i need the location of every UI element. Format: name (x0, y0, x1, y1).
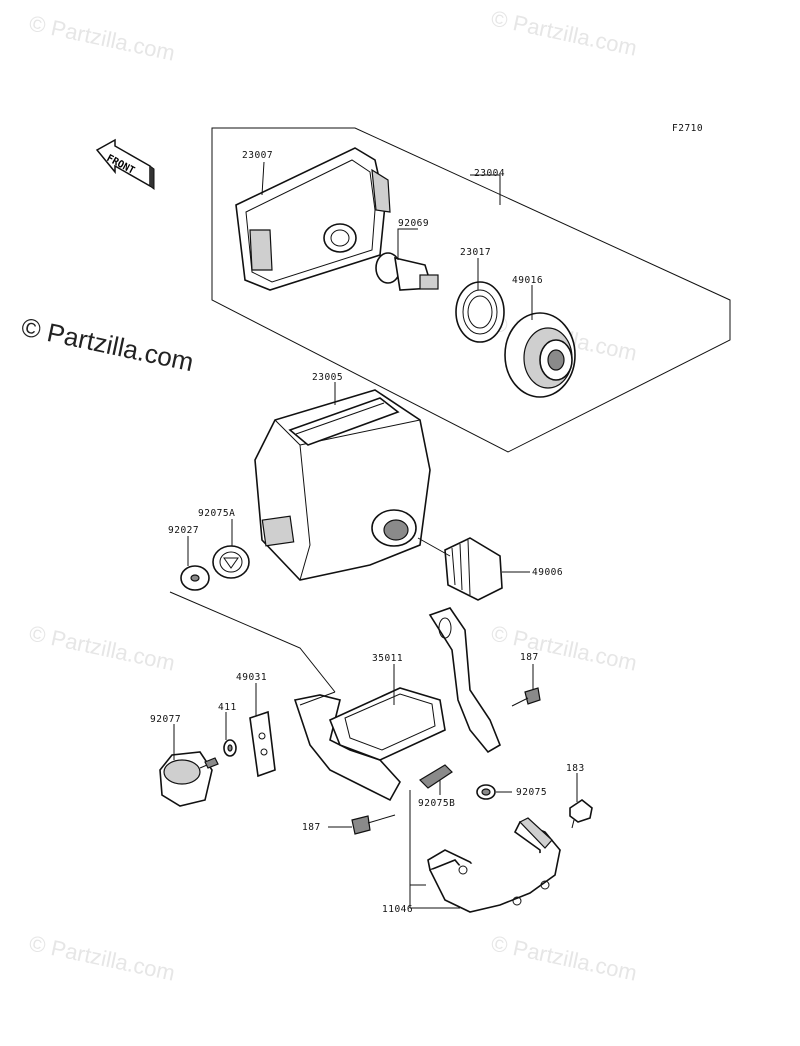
part-label-92075a: 92075A (198, 508, 235, 519)
washer-92027 (180, 565, 210, 591)
part-label-92075b: 92075B (418, 798, 455, 809)
grommet-92075a (212, 545, 250, 579)
part-label-92077: 92077 (150, 714, 181, 725)
watermark-lower-left: © Partzilla.com (27, 620, 177, 675)
part-label-23004: 23004 (474, 168, 505, 179)
grommet-92075 (476, 784, 496, 800)
bolt-183 (569, 799, 593, 829)
part-label-23005: 23005 (312, 372, 343, 383)
part-label-49031: 49031 (236, 672, 267, 683)
headlight-assembly-outline (211, 127, 731, 453)
watermark-prominent: © Partzilla.com (19, 312, 197, 378)
front-arrow-icon: FRONT (95, 138, 155, 190)
diagram-code: F2710 (672, 123, 703, 134)
part-label-187-upper: 187 (520, 652, 539, 663)
part-label-92075: 92075 (516, 787, 547, 798)
headlight-lens (235, 147, 391, 291)
bolt-187-lower (351, 814, 396, 835)
clip-92075b (419, 764, 453, 789)
washer-411 (223, 739, 237, 757)
part-labels: 23007 23004 92069 23017 49016 23005 9207… (150, 150, 585, 915)
watermark-top-left: © Partzilla.com (27, 10, 177, 65)
part-label-49016: 49016 (512, 275, 543, 286)
cable-boot-49006 (444, 537, 503, 601)
part-label-35011: 35011 (372, 653, 403, 664)
part-label-49006: 49006 (532, 567, 563, 578)
part-label-23007: 23007 (242, 150, 273, 161)
part-label-92069: 92069 (398, 218, 429, 229)
watermark-bottom-right: © Partzilla.com (489, 930, 639, 985)
part-label-187-lower: 187 (302, 822, 321, 833)
adjuster-knob-92077 (159, 751, 219, 807)
part-label-92027: 92027 (168, 525, 199, 536)
bulb-retainer-ring (455, 281, 505, 343)
headlight-housing (254, 389, 431, 581)
headlight-bulb (375, 252, 439, 291)
lower-bracket-11046 (427, 817, 562, 913)
leader-lines (169, 161, 578, 909)
part-label-23017: 23017 (460, 247, 491, 258)
part-label-183: 183 (566, 763, 585, 774)
part-label-11046: 11046 (382, 904, 413, 915)
stay-49031 (249, 710, 276, 778)
bolt-187-upper (511, 687, 541, 707)
mounting-bracket-35011 (293, 607, 501, 802)
watermark-top-right: © Partzilla.com (489, 5, 639, 60)
watermark-lower-right: © Partzilla.com (489, 620, 639, 675)
part-label-411: 411 (218, 702, 237, 713)
watermark-bottom-left: © Partzilla.com (27, 930, 177, 985)
bulb-dust-boot (504, 312, 576, 398)
